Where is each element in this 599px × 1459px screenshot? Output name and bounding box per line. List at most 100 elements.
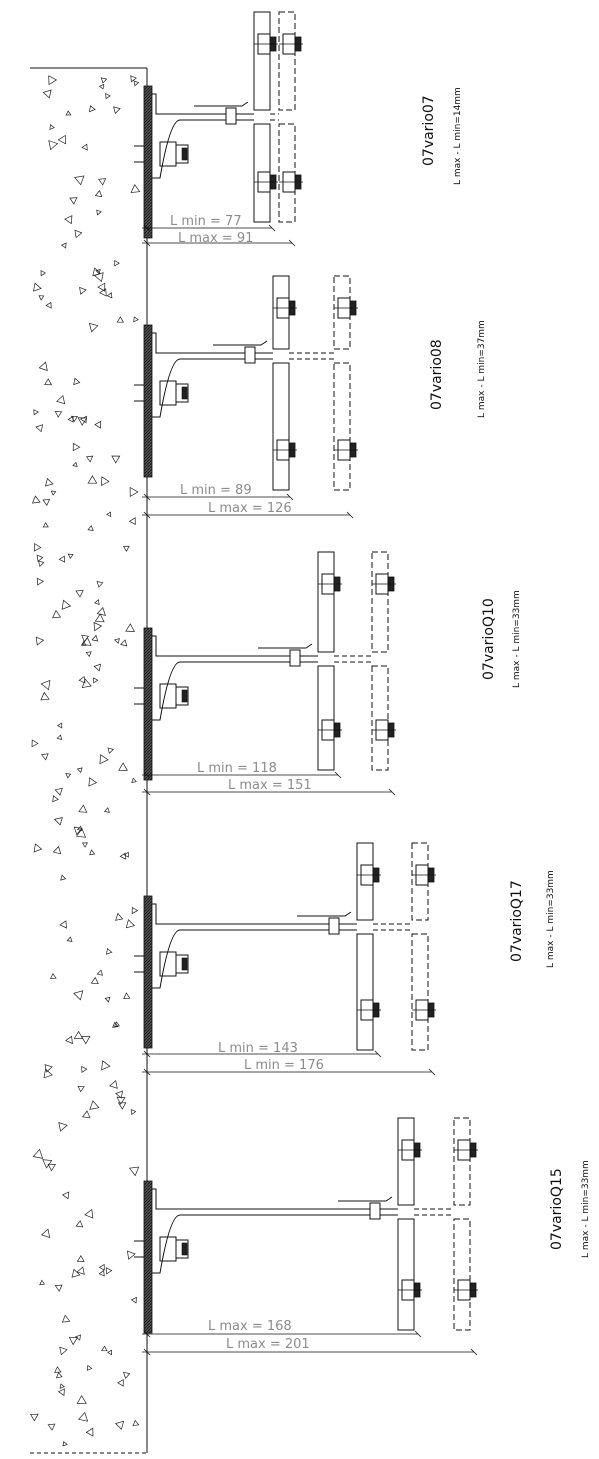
aggregate-mark [44,1064,53,1073]
aggregate-mark [39,1279,46,1286]
aggregate-mark [80,1035,91,1045]
aggregate-mark [29,1413,39,1422]
aggregate-mark [31,495,41,504]
aggregate-mark [125,623,135,632]
aggregate-mark [119,852,126,860]
aggregate-mark [65,773,72,779]
aggregate-mark [71,1268,81,1278]
aggregate-mark [73,826,83,836]
bolt-washer [254,171,278,193]
dim-min-label: L min = 118 [197,761,277,776]
aggregate-mark [61,1314,71,1323]
dim-min-label: L max = 168 [208,1319,292,1334]
aggregate-mark [76,825,83,831]
aggregate-mark [52,795,59,803]
aggregate-mark [65,1035,73,1045]
concrete-wall [29,67,148,1454]
aggregate-mark [49,973,57,979]
rail-profile [397,1117,422,1331]
aggregate-mark [85,651,92,658]
aggregate-mark [52,845,62,855]
aggregate-mark [92,267,101,277]
aggregate-mark [40,753,49,761]
aggregate-mark [101,1060,111,1071]
aggregate-mark [113,106,121,115]
aggregate-mark [59,1383,65,1389]
aggregate-mark [96,581,104,588]
aggregate-mark [58,1121,68,1132]
aggregate-mark [87,525,94,531]
aggregate-mark [88,322,99,333]
aggregate-mark [38,295,45,301]
bracket-5 [134,1117,478,1356]
aggregate-mark [132,1419,140,1427]
aggregate-mark [116,316,125,323]
aggregate-mark [114,638,120,644]
bracket-4 [134,842,436,1076]
aggregate-mark [78,675,86,684]
aggregate-mark [106,292,113,299]
aggregate-mark [101,1345,108,1352]
aggregate-mark [61,599,72,610]
aggregate-mark [117,1102,127,1110]
aggregate-mark [40,1228,51,1239]
bolt-washer [357,999,381,1021]
aggregate-mark [35,424,44,433]
aggregate-mark [126,1250,136,1260]
aggregate-mark [56,734,63,740]
aggregate-mark [78,1411,89,1422]
aggregate-mark [106,1349,112,1356]
aggregate-mark [89,1100,100,1110]
anchor-bolt [134,380,189,406]
aggregate-mark [40,691,50,701]
aggregate-mark [122,1371,131,1379]
aggregate-mark [94,189,103,198]
aggregate-mark [57,134,67,145]
aggregate-mark [76,767,83,774]
bolt-washer [398,1279,422,1301]
aggregate-mark [109,1079,118,1089]
aggregate-mark [77,417,88,426]
aggregate-mark [36,554,44,562]
aggregate-mark [61,1191,70,1200]
bracket-5-labels: L max = 168 L max = 201 07varioQ15 L max… [208,1160,591,1352]
bolt-washer [279,33,303,55]
aggregate-mark [89,849,96,856]
aggregate-mark [113,1021,120,1027]
bolt-washer [334,439,358,461]
rail-profile [253,11,278,223]
length-difference: L max - L min=14mm [453,87,463,185]
aggregate-mark [50,490,57,496]
aggregate-mark [105,1267,113,1275]
aggregate-mark [33,282,42,292]
aggregate-mark [115,1090,123,1099]
bracket-3 [134,551,396,796]
bolt-washer [398,1139,422,1161]
aggregate-mark [33,843,43,853]
aggregate-mark [60,242,67,249]
dim-max-label: L max = 201 [226,1337,310,1352]
aggregate-mark [73,990,84,1001]
bracket-arm [152,903,357,989]
aggregate-mark [57,1388,65,1397]
aggregate-mark [45,477,54,487]
length-difference: L max - L min=33mm [581,1160,591,1258]
aggregate-mark [45,301,52,309]
bracket-arm [152,332,273,418]
dim-max-label: L min = 176 [244,1058,324,1073]
aggregate-mark [90,976,99,985]
bolt-washer [372,719,396,741]
aggregate-mark [122,545,130,552]
aggregate-mark [58,555,65,563]
dimension-lines [142,771,396,796]
rail-profile [356,842,381,1051]
aggregate-mark [106,947,113,955]
aggregate-mark [42,498,51,506]
aggregate-mark [78,804,88,813]
aggregate-mark [73,1030,84,1039]
aggregate-mark [66,936,73,942]
aggregate-mark [48,140,59,151]
aggregate-mark [54,787,63,796]
bolt-washer [254,33,278,55]
aggregate-mark [123,851,129,858]
